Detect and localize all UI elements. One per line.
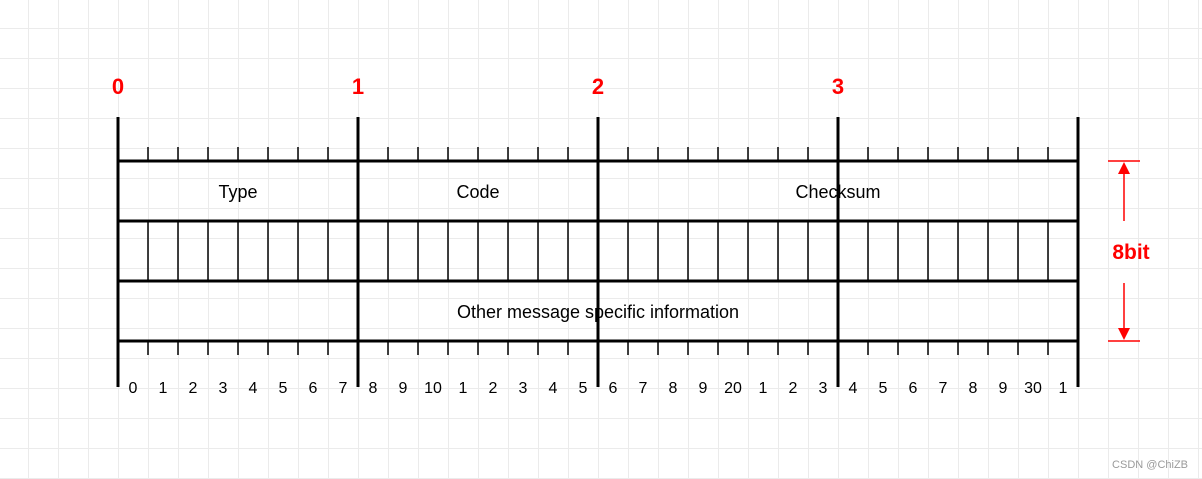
bit-number-label: 7	[939, 380, 948, 397]
bit-number-label: 2	[489, 380, 498, 397]
bit-number-label: 6	[609, 380, 618, 397]
bit-number-label: 4	[549, 380, 558, 397]
bit-number-labels: 0 1 2 3 4 5 6 7 8 9 10 1 2 3 4 5 6 7 8 9 20 1 2 3 4 5 6 7 8 9 30 1	[129, 380, 1068, 397]
field-code: Code	[456, 182, 499, 202]
arrow-down-icon	[1118, 328, 1130, 340]
watermark: CSDN @ChiZB	[1112, 459, 1188, 471]
bit-number-label: 8	[669, 380, 678, 397]
field-other-info: Other message specific information	[457, 302, 739, 322]
structure-lines	[116, 117, 1080, 387]
field-type: Type	[218, 182, 257, 202]
bit-number-label: 5	[579, 380, 588, 397]
field-labels: Type Code Checksum Other message specifi…	[218, 182, 880, 322]
bit-number-label: 7	[339, 380, 348, 397]
bit-number-label: 7	[639, 380, 648, 397]
bit-number-label: 0	[129, 380, 138, 397]
bit-number-label: 9	[699, 380, 708, 397]
bit-number-label: 4	[249, 380, 258, 397]
bit-number-label: 1	[759, 380, 768, 397]
bit-number-label: 4	[849, 380, 858, 397]
bit-number-label: 3	[519, 380, 528, 397]
bit-number-label: 5	[879, 380, 888, 397]
bit-number-label: 3	[219, 380, 228, 397]
bit-number-label: 6	[309, 380, 318, 397]
bit-number-label: 5	[279, 380, 288, 397]
bit-number-label: 6	[909, 380, 918, 397]
bit-number-label: 2	[189, 380, 198, 397]
byte-offset-3: 3	[832, 74, 844, 99]
bit-number-label: 1	[1059, 380, 1068, 397]
bit-number-label: 1	[159, 380, 168, 397]
bit-number-label: 8	[969, 380, 978, 397]
field-checksum: Checksum	[795, 182, 880, 202]
byte-offset-0: 0	[112, 74, 124, 99]
bit-number-label: 9	[399, 380, 408, 397]
bit-number-label: 3	[819, 380, 828, 397]
bit-number-label: 30	[1024, 380, 1042, 397]
size-indicator: 8bit	[1108, 160, 1150, 342]
byte-offset-labels: 0 1 2 3	[112, 74, 844, 99]
bit-number-label: 20	[724, 380, 742, 397]
bit-number-label: 8	[369, 380, 378, 397]
byte-offset-1: 1	[352, 74, 364, 99]
bit-number-label: 1	[459, 380, 468, 397]
byte-offset-2: 2	[592, 74, 604, 99]
bit-number-label: 10	[424, 380, 442, 397]
bit-number-label: 9	[999, 380, 1008, 397]
arrow-up-icon	[1118, 162, 1130, 174]
size-label: 8bit	[1112, 241, 1149, 264]
bit-number-label: 2	[789, 380, 798, 397]
